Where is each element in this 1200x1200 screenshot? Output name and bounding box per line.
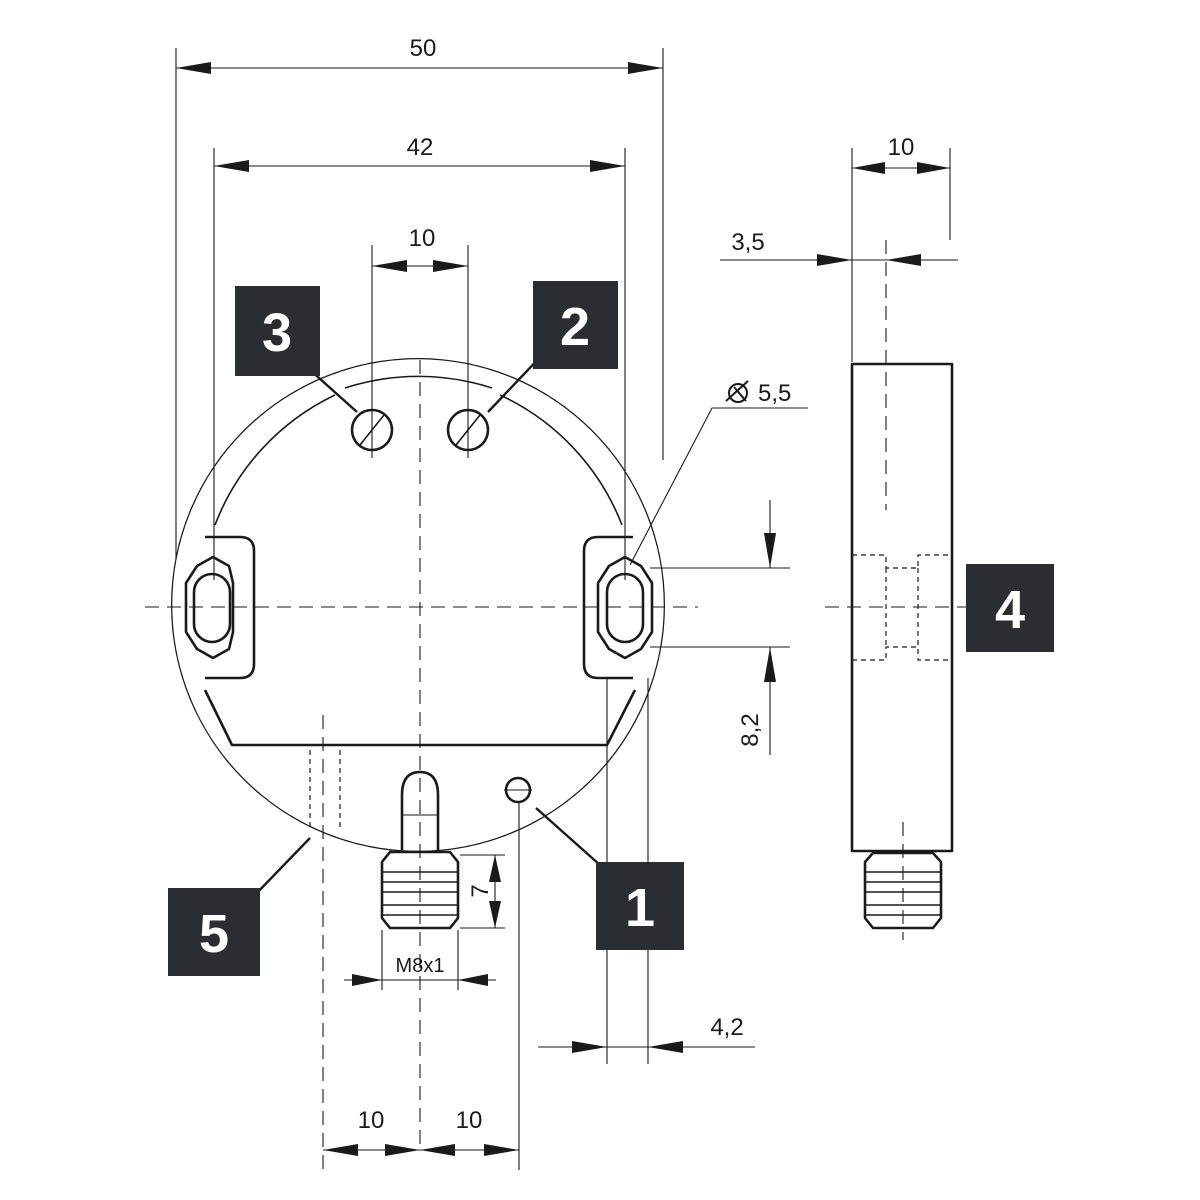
dim-led-spacing: 10 [371,225,469,458]
side-hidden-nut [852,554,950,569]
marker-5: 5 [168,837,311,976]
marker-5-label: 5 [199,904,229,964]
dim-led-spacing-label: 10 [409,225,436,252]
dim-wrench: 5,5 [629,380,808,566]
side-connector [863,851,943,930]
marker-3-label: 3 [262,303,292,363]
dim-connector-thread: M8x1 [344,930,496,990]
dim-hole-spacing: 42 [213,134,626,580]
inner-rim-right [499,394,623,526]
left-slot-pocket [205,535,256,680]
m8-connector [380,850,460,930]
right-slot [605,572,645,644]
housing-lower-edge [203,689,637,747]
dim-offset-3-5: 3,5 [720,229,958,266]
side-hidden-nut-bottom [852,646,950,661]
dim-bottom-spacing: 10 10 [323,802,520,1170]
marker-4-label: 4 [995,580,1025,640]
dim-wrench-label: 5,5 [758,380,791,407]
body-circle [171,358,665,852]
dim-hole-spacing-label: 42 [407,134,434,161]
dim-edge-offset-label: 4,2 [710,1014,743,1041]
connector-stem [400,770,440,850]
marker-1: 1 [535,807,684,950]
left-hex-nut [184,555,235,660]
marker-2-label: 2 [560,297,590,357]
connector-nut [380,850,460,930]
wrench-icon [725,380,749,403]
marker-1-label: 1 [625,878,655,938]
side-view: 10 3,5 [720,134,968,940]
dim-offset-3-5-label: 3,5 [731,229,764,256]
marker-3: 3 [235,286,358,413]
dim-slot-offset: 8,2 [650,500,790,755]
dim-connector-height: 7 [460,854,505,929]
marker-2: 2 [487,281,618,413]
dim-overall-width: 50 [175,35,664,560]
dim-connector-height-label: 7 [467,884,494,897]
dim-overall-width-label: 50 [410,35,437,62]
dim-bottom-right-label: 10 [456,1107,483,1134]
dim-bottom-left-label: 10 [358,1107,385,1134]
marker-4: 4 [966,564,1054,652]
inner-rim [214,394,336,526]
dim-depth-label: 10 [888,134,915,161]
right-slot-pocket [582,535,633,680]
inner-rim-top [344,375,493,389]
dim-depth: 10 [851,134,951,362]
front-view: 50 42 10 5,5 [145,35,808,1170]
dim-slot-offset-label: 8,2 [737,713,764,746]
right-hex-nut [596,555,654,660]
dim-connector-thread-label: M8x1 [396,955,445,977]
left-slot [192,572,232,644]
